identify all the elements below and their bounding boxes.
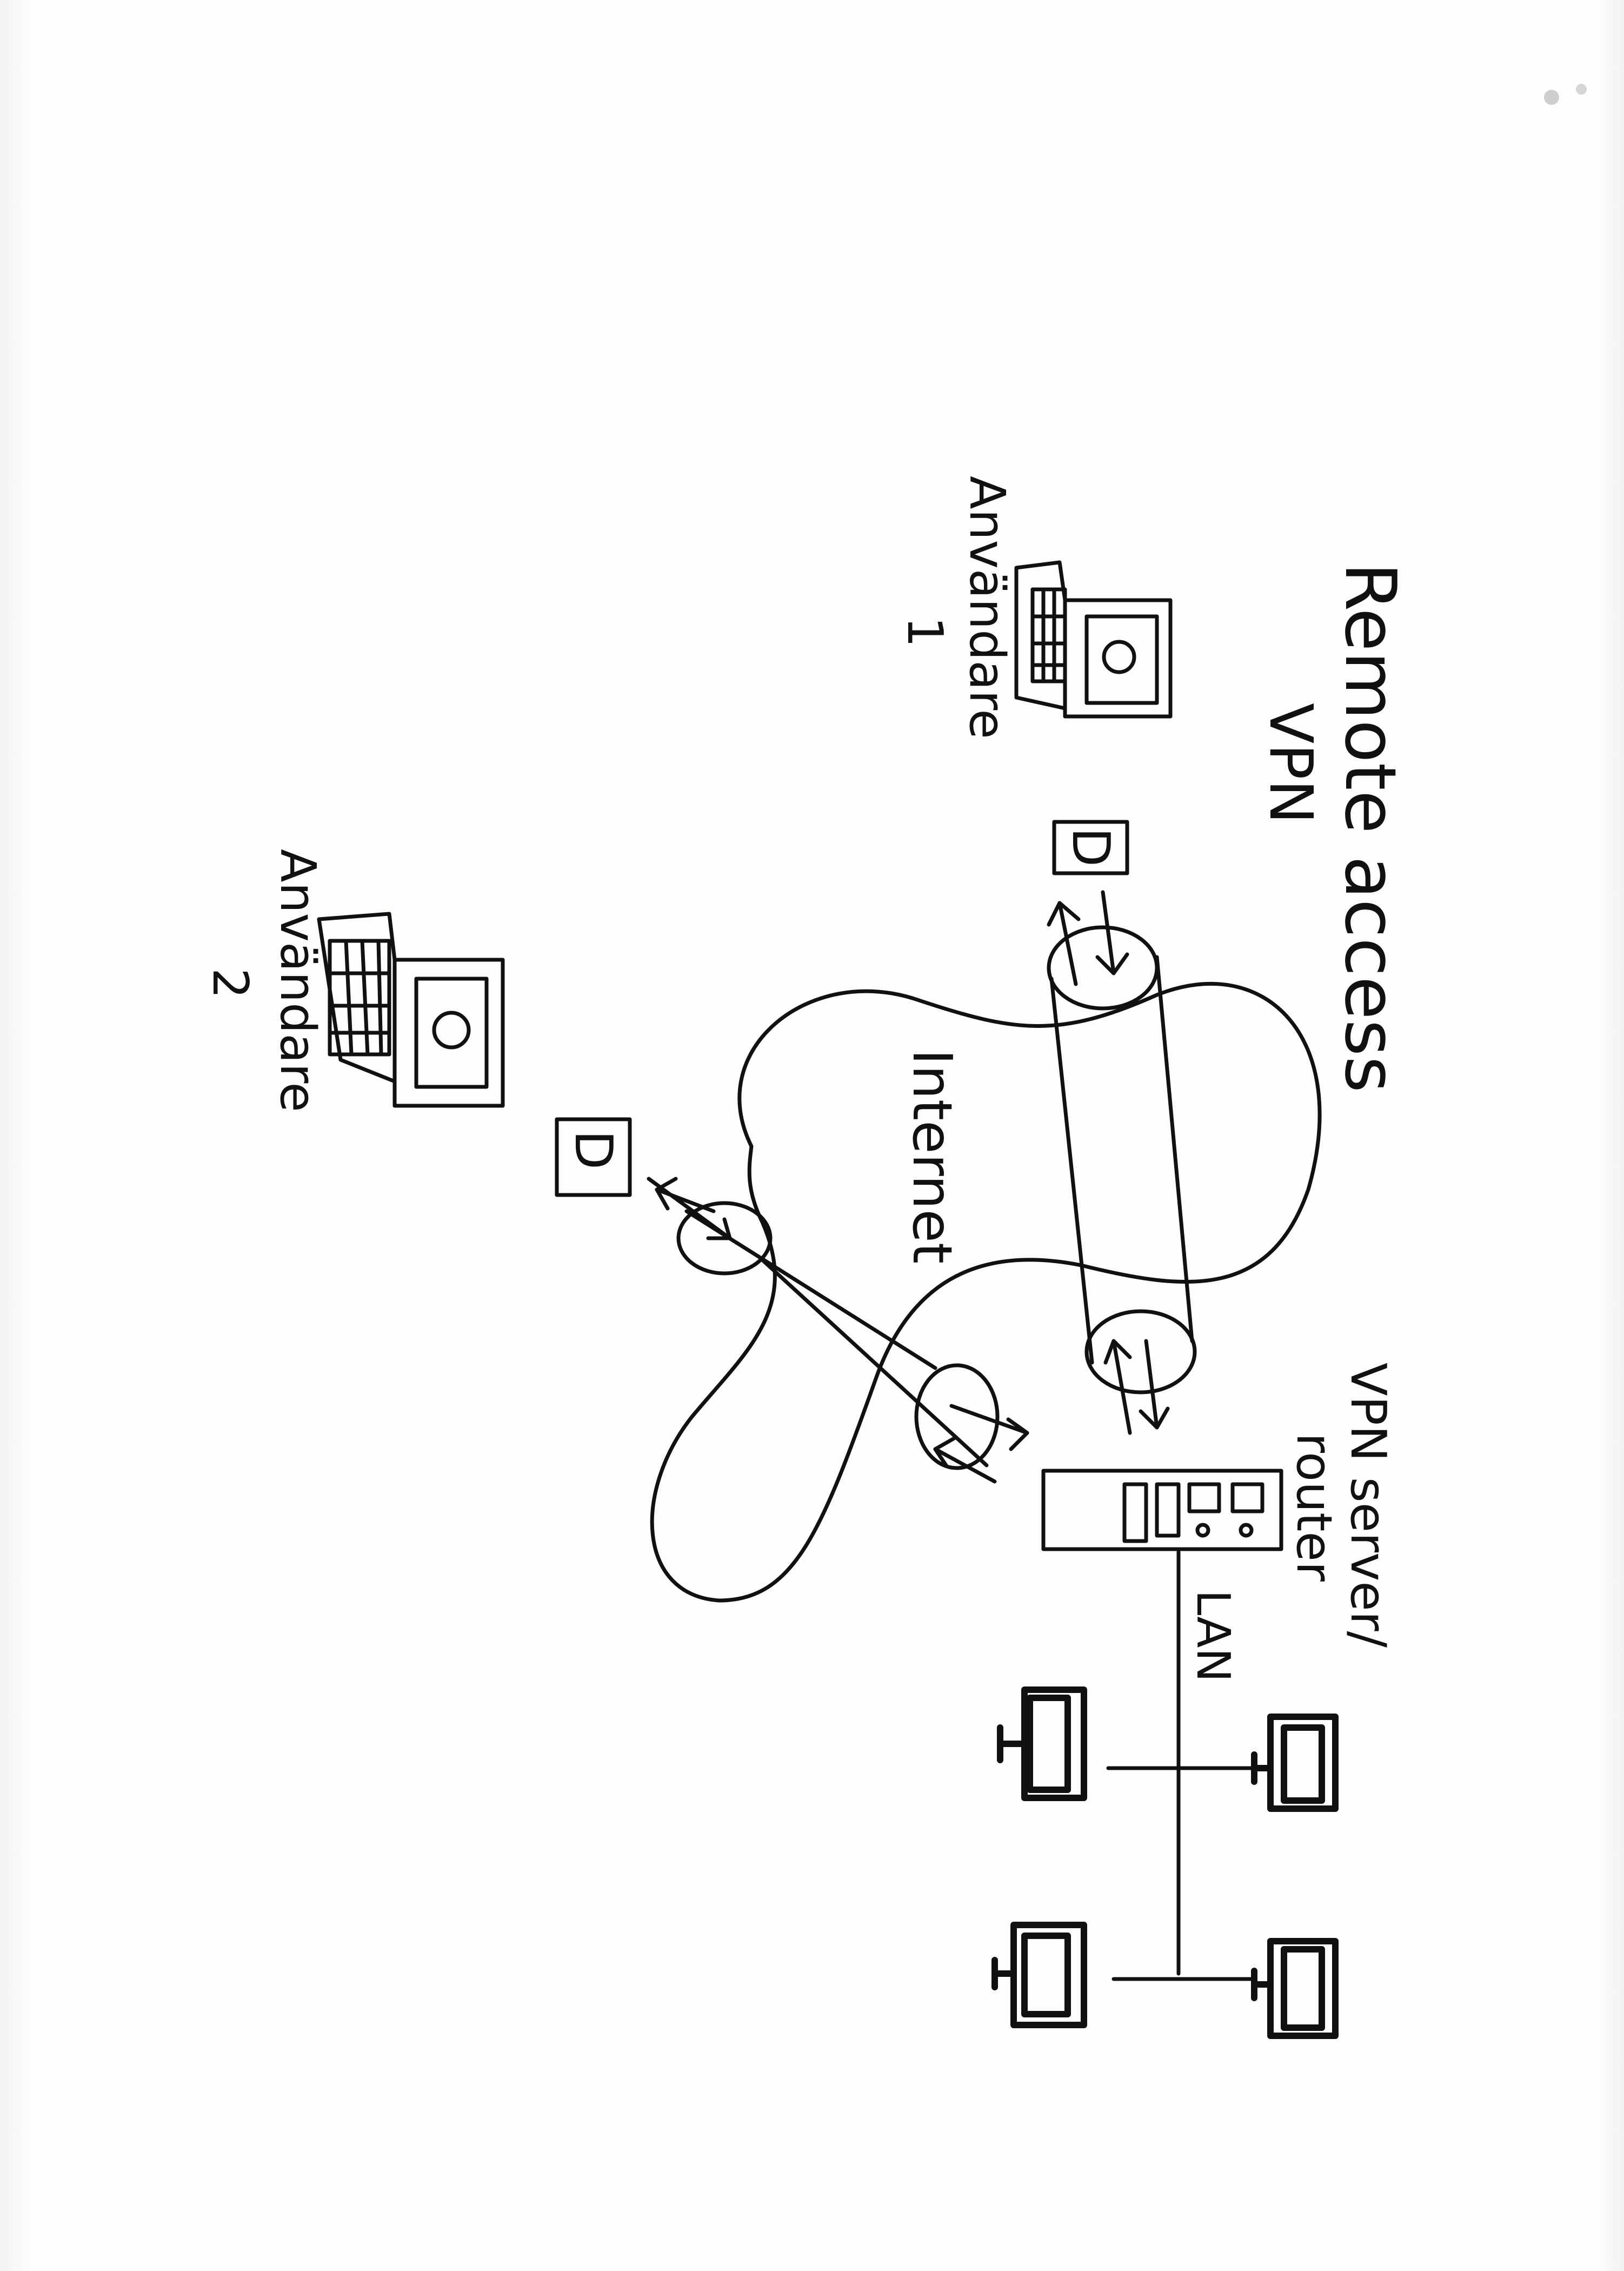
- title-line2: VPN: [1256, 703, 1326, 824]
- tunnel-2-end-user: [676, 1201, 773, 1276]
- vpn-tunnel-1: [1047, 925, 1197, 1395]
- tunnel-2-user-arrows: [647, 1177, 732, 1240]
- vpn-client-2: D: [555, 1117, 632, 1197]
- user-1-number: 1: [896, 616, 953, 647]
- user-1-name: Användare: [959, 476, 1015, 739]
- user-2-label: Användare 2: [202, 849, 326, 1112]
- vpn-server-label-line1: VPN server/: [1340, 1363, 1396, 1648]
- user-2-name: Användare: [269, 849, 326, 1112]
- vpn-server-label: VPN server/ router: [1286, 1363, 1396, 1648]
- title-line1: Remote access: [1329, 562, 1412, 1093]
- tunnel-1-user-arrows: [1047, 890, 1129, 986]
- user-2-face-icon: [432, 1011, 471, 1050]
- vpn-client-1: D: [1052, 820, 1129, 875]
- paper-smudge: [1576, 84, 1587, 95]
- tunnel-1-server-arrows: [1103, 1339, 1170, 1435]
- lan-computer-2: [1251, 1714, 1339, 1812]
- user-1-label: Användare 1: [896, 476, 1015, 739]
- router-box: [1041, 1469, 1283, 1551]
- tunnel-2-server-arrows: [933, 1404, 1029, 1484]
- paper-smudge: [1544, 90, 1559, 105]
- lan-computer-3: [991, 1922, 1087, 2028]
- lan-computer-1: [997, 1686, 1087, 1801]
- user-1-laptop: [1014, 560, 1173, 719]
- user-2-laptop: [317, 912, 505, 1108]
- vpn-client-2-label: D: [563, 1130, 623, 1170]
- lan-computer-4: [1251, 1938, 1339, 2039]
- tunnel-1-end-server: [1084, 1309, 1197, 1395]
- internet-cloud: [650, 981, 1322, 1603]
- diagram-title: Remote access VPN: [1256, 562, 1412, 1093]
- vpn-client-1-label: D: [1061, 827, 1120, 867]
- vpn-server-label-line2: router: [1286, 1433, 1342, 1582]
- vpn-server-router: [1041, 1469, 1283, 1551]
- internet-label: Internet: [901, 1049, 964, 1264]
- lan-label: LAN: [1186, 1590, 1240, 1682]
- user-1-face-icon: [1102, 640, 1136, 674]
- tunnel-2-end-server: [914, 1363, 1000, 1470]
- user-2-number: 2: [202, 968, 258, 999]
